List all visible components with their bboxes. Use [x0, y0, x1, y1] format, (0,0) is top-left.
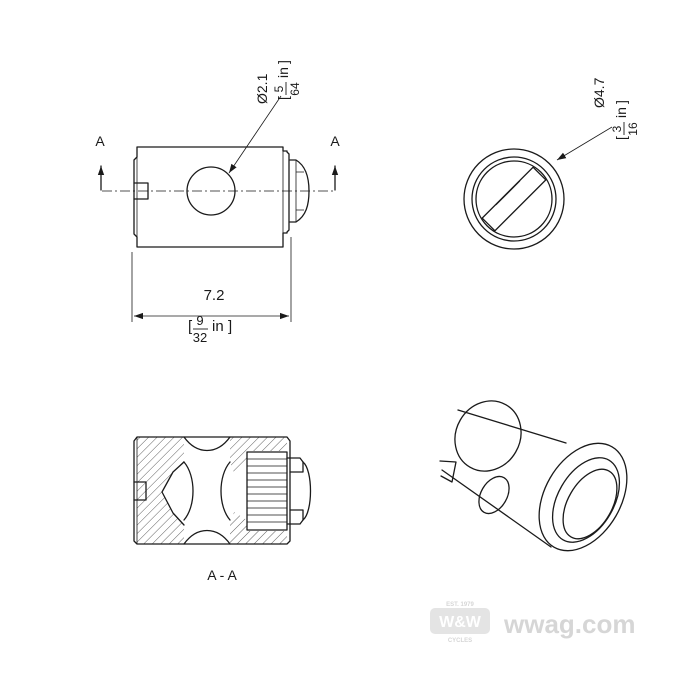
- watermark-logo: W&W EST. 1979 CYCLES wwag.com: [430, 602, 635, 644]
- set-screw-thread: [246, 451, 312, 531]
- section-caption: A - A: [207, 567, 237, 583]
- svg-text:]: ]: [275, 60, 291, 64]
- svg-text:7.2: 7.2: [204, 287, 225, 304]
- svg-text:Ø2.1: Ø2.1: [254, 73, 270, 104]
- svg-text:[: [: [275, 96, 291, 100]
- svg-text:[: [: [188, 318, 193, 335]
- set-screw-cap: [289, 159, 310, 223]
- barrel-body: [133, 146, 290, 248]
- svg-text:32: 32: [193, 330, 207, 345]
- svg-text:in: in: [613, 107, 629, 118]
- section-marker-right: A: [330, 133, 340, 191]
- cross-hole: [186, 166, 236, 216]
- section-marker-left: A: [95, 133, 105, 191]
- hole-diameter-callout: Ø2.1 [ 5 64 in ]: [228, 60, 302, 174]
- svg-text:W&W: W&W: [439, 614, 482, 631]
- svg-text:A: A: [330, 133, 340, 149]
- svg-text:64: 64: [288, 82, 302, 96]
- end-view: [463, 148, 565, 250]
- svg-text:CYCLES: CYCLES: [448, 638, 472, 644]
- svg-text:9: 9: [196, 313, 203, 328]
- slot: [133, 182, 149, 200]
- section-hatch: [137, 437, 184, 544]
- svg-text:in: in: [212, 318, 224, 335]
- svg-text:in: in: [275, 67, 291, 78]
- svg-text:EST. 1979: EST. 1979: [446, 602, 474, 608]
- front-view: A A: [95, 133, 340, 248]
- svg-text:]: ]: [613, 100, 629, 104]
- length-dimension: 7.2 [ 9 32 in ]: [131, 237, 292, 345]
- isometric-view: [439, 400, 628, 552]
- iso-cross-hole: [478, 475, 510, 515]
- screw-slot: [481, 166, 547, 232]
- svg-text:3: 3: [610, 125, 624, 132]
- svg-text:]: ]: [228, 318, 232, 335]
- outer-diameter-callout: Ø4.7 [ 3 16 in ]: [556, 77, 640, 161]
- svg-text:[: [: [613, 136, 629, 140]
- watermark-site: wwag.com: [503, 609, 635, 639]
- svg-text:5: 5: [272, 85, 286, 92]
- svg-text:16: 16: [626, 122, 640, 136]
- section-view: A - A: [133, 436, 312, 583]
- svg-text:Ø4.7: Ø4.7: [591, 77, 607, 108]
- svg-text:A: A: [95, 133, 105, 149]
